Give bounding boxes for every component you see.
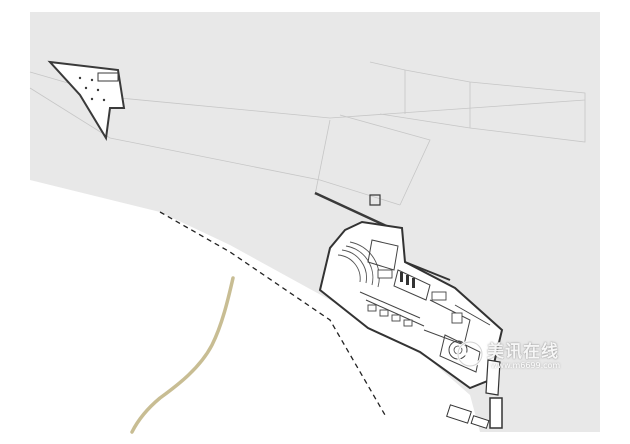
approach-wall xyxy=(314,191,396,232)
dashed-boundary-line xyxy=(159,211,386,416)
winding-path xyxy=(130,276,235,434)
open-land-area xyxy=(30,180,480,432)
parking-structures xyxy=(446,397,503,429)
small-kiosk xyxy=(369,194,381,206)
pavilion-building xyxy=(47,60,126,141)
